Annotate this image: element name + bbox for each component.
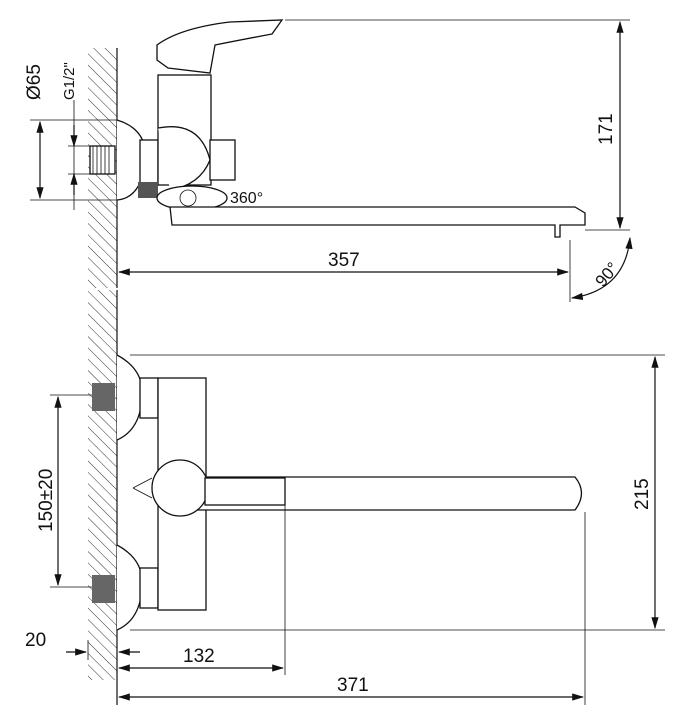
handle-front [151, 459, 209, 517]
wall-hatch-bottom [88, 290, 117, 680]
hose-connector [138, 182, 158, 198]
center-distance-label: 150±20 [36, 469, 57, 532]
height-label: 171 [596, 113, 617, 145]
thread-label: G1/2" [61, 62, 78, 100]
front-height-label: 215 [632, 478, 653, 510]
upper-escutcheon [116, 354, 143, 441]
lever-length-label: 132 [183, 646, 215, 667]
rotation-label: 360° [230, 190, 263, 207]
angle-arc [570, 236, 633, 300]
wall-offset-label: 20 [25, 630, 46, 651]
lower-escutcheon [116, 544, 143, 631]
lower-thread [92, 575, 115, 603]
front-view: 150±20 215 20 132 371 [25, 290, 665, 705]
handle [156, 19, 284, 74]
angle-label: 90° [592, 259, 623, 291]
upper-thread [92, 383, 115, 411]
spout [169, 206, 586, 238]
lever [204, 477, 286, 506]
thread [89, 145, 116, 175]
diverter-knob [209, 139, 236, 181]
diameter-label: Ø65 [24, 64, 45, 100]
reach-label: 357 [328, 250, 360, 271]
side-view: Ø65 G1/2" 360° 171 357 90° [24, 19, 633, 302]
total-reach-label: 371 [337, 675, 369, 696]
nut [139, 139, 159, 186]
